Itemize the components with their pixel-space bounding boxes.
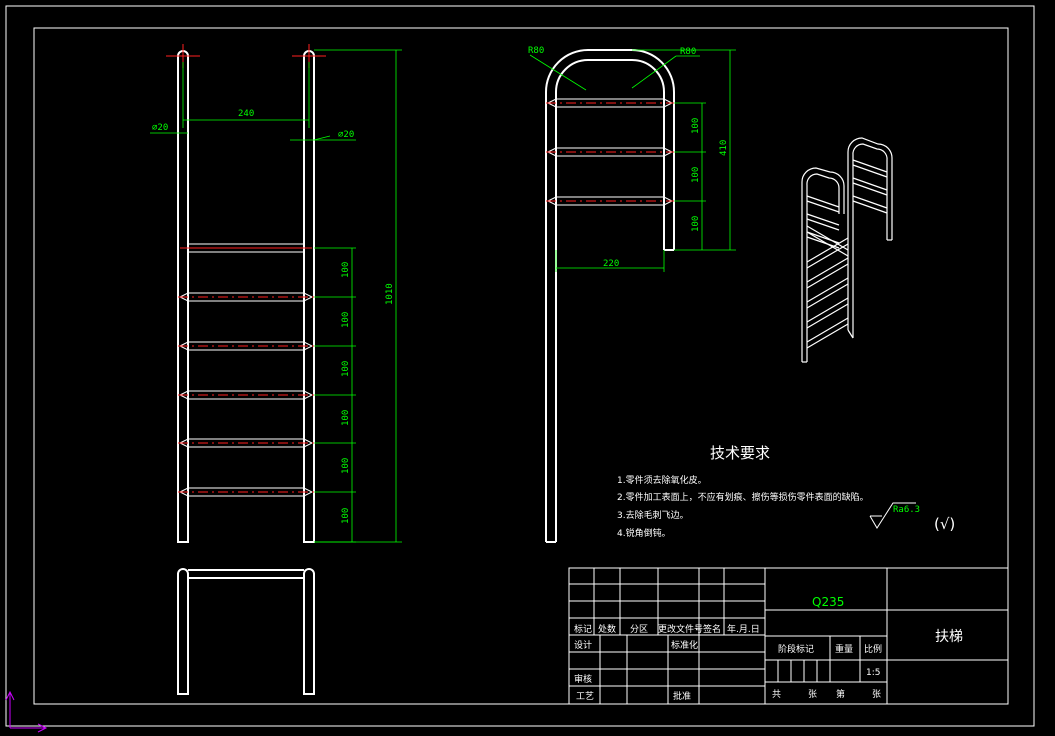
part-name: 扶梯 bbox=[935, 629, 963, 645]
svg-text:100: 100 bbox=[341, 508, 351, 524]
svg-text:共: 共 bbox=[772, 689, 781, 700]
title-block bbox=[568, 567, 1009, 705]
svg-text:工艺: 工艺 bbox=[576, 691, 594, 702]
top-view bbox=[177, 568, 315, 695]
svg-text:100: 100 bbox=[691, 167, 701, 183]
svg-text:年.月.日: 年.月.日 bbox=[727, 623, 760, 635]
side-rail-inner bbox=[555, 59, 665, 542]
svg-text:更改文件号: 更改文件号 bbox=[658, 623, 703, 635]
svg-text:分区: 分区 bbox=[630, 624, 648, 635]
roughness-symbol bbox=[869, 502, 916, 529]
svg-text:100: 100 bbox=[341, 458, 351, 474]
svg-text:第: 第 bbox=[836, 688, 845, 700]
tech-req-item-1: 1.零件须去除氧化皮。 bbox=[617, 474, 707, 486]
svg-text:设计: 设计 bbox=[574, 639, 592, 651]
dim-height-410: 410 bbox=[719, 140, 729, 156]
tech-req-item-2: 2.零件加工表面上，不应有划痕、擦伤等损伤零件表面的缺陷。 bbox=[617, 491, 869, 503]
roughness-other: (√) bbox=[934, 515, 955, 533]
dim-width-240: 240 bbox=[238, 109, 254, 119]
svg-text:100: 100 bbox=[341, 262, 351, 278]
svg-text:处数: 处数 bbox=[598, 623, 616, 635]
svg-text:100: 100 bbox=[691, 216, 701, 232]
svg-text:1:5: 1:5 bbox=[866, 668, 880, 678]
front-rungs bbox=[178, 292, 314, 497]
ucs-icon bbox=[5, 690, 48, 733]
svg-text:100: 100 bbox=[341, 410, 351, 426]
svg-text:审核: 审核 bbox=[574, 673, 592, 685]
tech-req-title: 技术要求 bbox=[710, 444, 770, 462]
drawing-frame bbox=[33, 27, 1009, 705]
isometric-view bbox=[801, 137, 893, 363]
dim-width-220: 220 bbox=[603, 259, 619, 269]
tech-req-item-4: 4.锐角倒钝。 bbox=[617, 527, 671, 539]
svg-text:张: 张 bbox=[872, 689, 881, 700]
tech-req-item-3: 3.去除毛刺飞边。 bbox=[617, 509, 689, 521]
dim-dia-left: ⌀20 bbox=[152, 123, 168, 133]
svg-text:重量: 重量 bbox=[835, 643, 853, 655]
svg-text:批准: 批准 bbox=[673, 690, 691, 702]
dim-dia-right: ⌀20 bbox=[338, 130, 354, 140]
sheet-outer-border bbox=[5, 5, 1035, 727]
svg-text:阶段标记: 阶段标记 bbox=[778, 643, 814, 655]
svg-text:张: 张 bbox=[808, 689, 817, 700]
svg-text:100: 100 bbox=[341, 312, 351, 328]
svg-text:标记: 标记 bbox=[574, 623, 592, 635]
roughness-value: Ra6.3 bbox=[893, 505, 920, 515]
svg-text:签名: 签名 bbox=[703, 623, 721, 635]
svg-text:比例: 比例 bbox=[864, 643, 882, 655]
svg-text:100: 100 bbox=[341, 361, 351, 377]
dim-radius-left: R80 bbox=[528, 46, 544, 56]
side-rail-outer bbox=[545, 49, 675, 542]
tech-requirements: 技术要求 1.零件须去除氧化皮。 2.零件加工表面上，不应有划痕、擦伤等损伤零件… bbox=[617, 444, 955, 539]
dim-height-1010: 1010 bbox=[385, 283, 395, 305]
svg-text:标准化: 标准化 bbox=[671, 639, 698, 651]
front-view: 240 ⌀20 ⌀20 1010 100 100 100 100 100 100 bbox=[150, 44, 402, 543]
side-view: R80 R80 100 100 100 410 220 bbox=[528, 46, 736, 543]
svg-text:100: 100 bbox=[691, 118, 701, 134]
front-step-dims: 100 100 100 100 100 100 bbox=[314, 247, 356, 543]
material: Q235 bbox=[812, 595, 844, 609]
dim-radius-right: R80 bbox=[680, 47, 696, 57]
